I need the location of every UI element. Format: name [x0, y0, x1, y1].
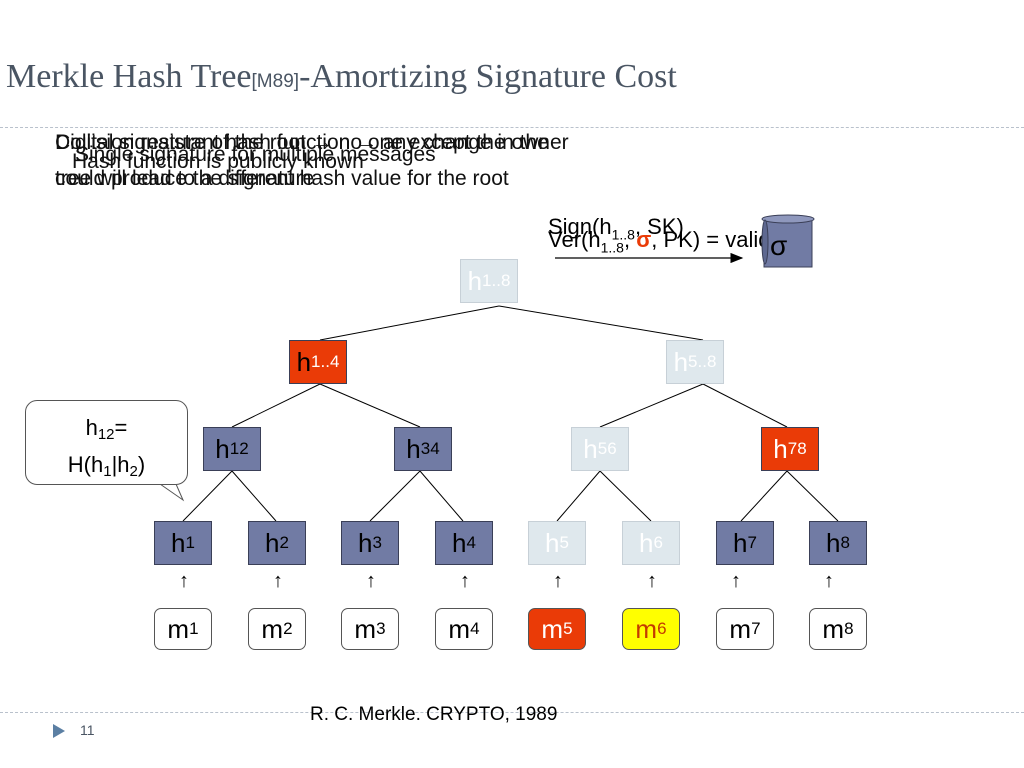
- edge-h78-h8: [786, 470, 839, 522]
- edge-h56-h5: [556, 470, 601, 522]
- arrow-m3-h3: ↑: [366, 570, 376, 592]
- overlay-text-single-signature: Single signature for multiple messages: [75, 143, 436, 166]
- verify-expression: Ver(h1..8, σ, PK) = valid?: [548, 227, 783, 256]
- page-number: 11: [80, 722, 95, 738]
- footer-divider: [0, 712, 1024, 713]
- scroll-sigma-label: σ: [770, 230, 788, 261]
- edge-h78-h7: [740, 470, 788, 522]
- edge-h58-h78: [702, 383, 788, 428]
- overlay-text-different-hash: tree will lead to a different hash value…: [55, 167, 509, 190]
- edge-h56-h6: [599, 470, 652, 522]
- overlay-text-digital-signature: Digital signature of the root → no one e…: [55, 131, 569, 154]
- title-divider: [0, 127, 1024, 128]
- edge-root-h14: [319, 305, 500, 341]
- arrow-m7-h7: ↑: [731, 570, 741, 592]
- arrow-m5-h5: ↑: [553, 570, 563, 592]
- arrow-m4-h4: ↑: [460, 570, 470, 592]
- hash-definition-callout: h12= H(h1|h2): [25, 400, 188, 485]
- arrow-m6-h6: ↑: [647, 570, 657, 592]
- arrow-m2-h2: ↑: [273, 570, 283, 592]
- slide-title: Merkle Hash Tree[M89]-Amortizing Signatu…: [6, 58, 677, 95]
- edge-h34-h3: [369, 470, 421, 522]
- sign-expression: Sign(h1..8, SK): [548, 214, 684, 243]
- edge-root-h58: [498, 305, 704, 341]
- signature-scroll-icon: [761, 214, 815, 268]
- edge-h14-h12: [231, 383, 321, 428]
- overlay-text-hash-public: Hash function is publicly known: [72, 150, 364, 173]
- arrow-m8-h8: ↑: [824, 570, 834, 592]
- edge-h58-h56: [599, 383, 704, 428]
- edge-h12-h1: [182, 470, 233, 522]
- overlay-text-collision: Collision resistant hash function → any …: [55, 131, 549, 154]
- callout-line-1: h12=: [85, 415, 128, 443]
- arrow-m1-h1: ↑: [179, 570, 189, 592]
- edge-h34-h4: [419, 470, 464, 522]
- overlay-text-could-produce: could produce the signature: [55, 167, 315, 190]
- slide-nav-triangle-icon[interactable]: [53, 724, 65, 738]
- reference-citation: R. C. Merkle. CRYPTO, 1989: [310, 704, 558, 725]
- edge-h14-h34: [319, 383, 421, 428]
- edge-h12-h2: [231, 470, 277, 522]
- callout-line-2: H(h1|h2): [67, 452, 146, 480]
